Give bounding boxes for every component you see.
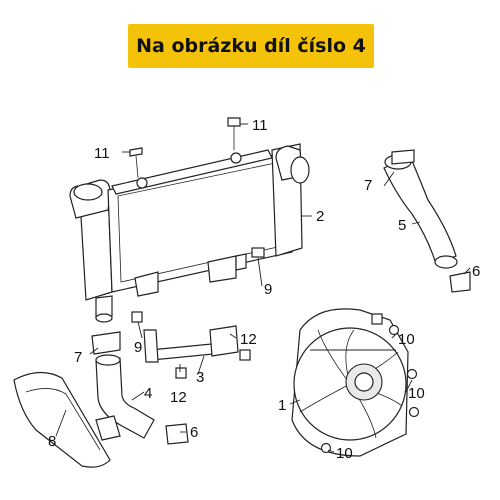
callout-7-right: 7 (364, 177, 372, 194)
callout-3: 3 (196, 369, 204, 386)
callout-12-upper: 12 (240, 331, 257, 348)
callout-5: 5 (398, 217, 406, 234)
hose-clamp-7-left[interactable] (91, 331, 121, 355)
cooling-fan[interactable] (291, 308, 409, 457)
fan-screw-right[interactable] (408, 406, 420, 418)
bolt-right-9[interactable] (251, 247, 265, 258)
callout-4: 4 (144, 385, 152, 402)
banner-title: Na obrázku díl číslo 4 (136, 35, 366, 57)
callout-9-left: 9 (134, 339, 142, 356)
upper-hose[interactable] (383, 154, 458, 269)
callout-6-right: 6 (472, 263, 480, 280)
callout-12-lower: 12 (170, 389, 187, 406)
clamp-top-7[interactable] (391, 149, 415, 165)
callout-8: 8 (48, 433, 56, 450)
hose-clamp-6-left[interactable] (165, 423, 189, 445)
callout-9-right: 9 (264, 281, 272, 298)
title-banner: Na obrázku díl číslo 4 (128, 24, 374, 68)
callout-2: 2 (316, 208, 324, 225)
callout-1: 1 (278, 397, 286, 414)
callout-10-upper: 10 (398, 331, 415, 348)
callout-6-left: 6 (190, 424, 198, 441)
fan-screw-upper[interactable] (388, 324, 400, 336)
fan-screw-middle[interactable] (406, 368, 418, 380)
radiator[interactable] (69, 143, 310, 323)
bolt-top-left[interactable] (129, 147, 143, 179)
callout-11-right: 11 (252, 117, 268, 134)
callout-10-lower: 10 (336, 445, 353, 462)
callout-7-left: 7 (74, 349, 82, 366)
callout-10-middle: 10 (408, 385, 425, 402)
leader-lines (55, 123, 471, 453)
fan-screw-lower[interactable] (320, 442, 332, 454)
bolt-left-9[interactable] (131, 311, 143, 323)
screw-12[interactable] (175, 367, 187, 379)
hose-clamp-6-right[interactable] (449, 271, 471, 293)
bolt-top-right[interactable] (227, 117, 241, 150)
bracket[interactable] (143, 325, 251, 363)
callout-11-left: 11 (94, 145, 110, 162)
